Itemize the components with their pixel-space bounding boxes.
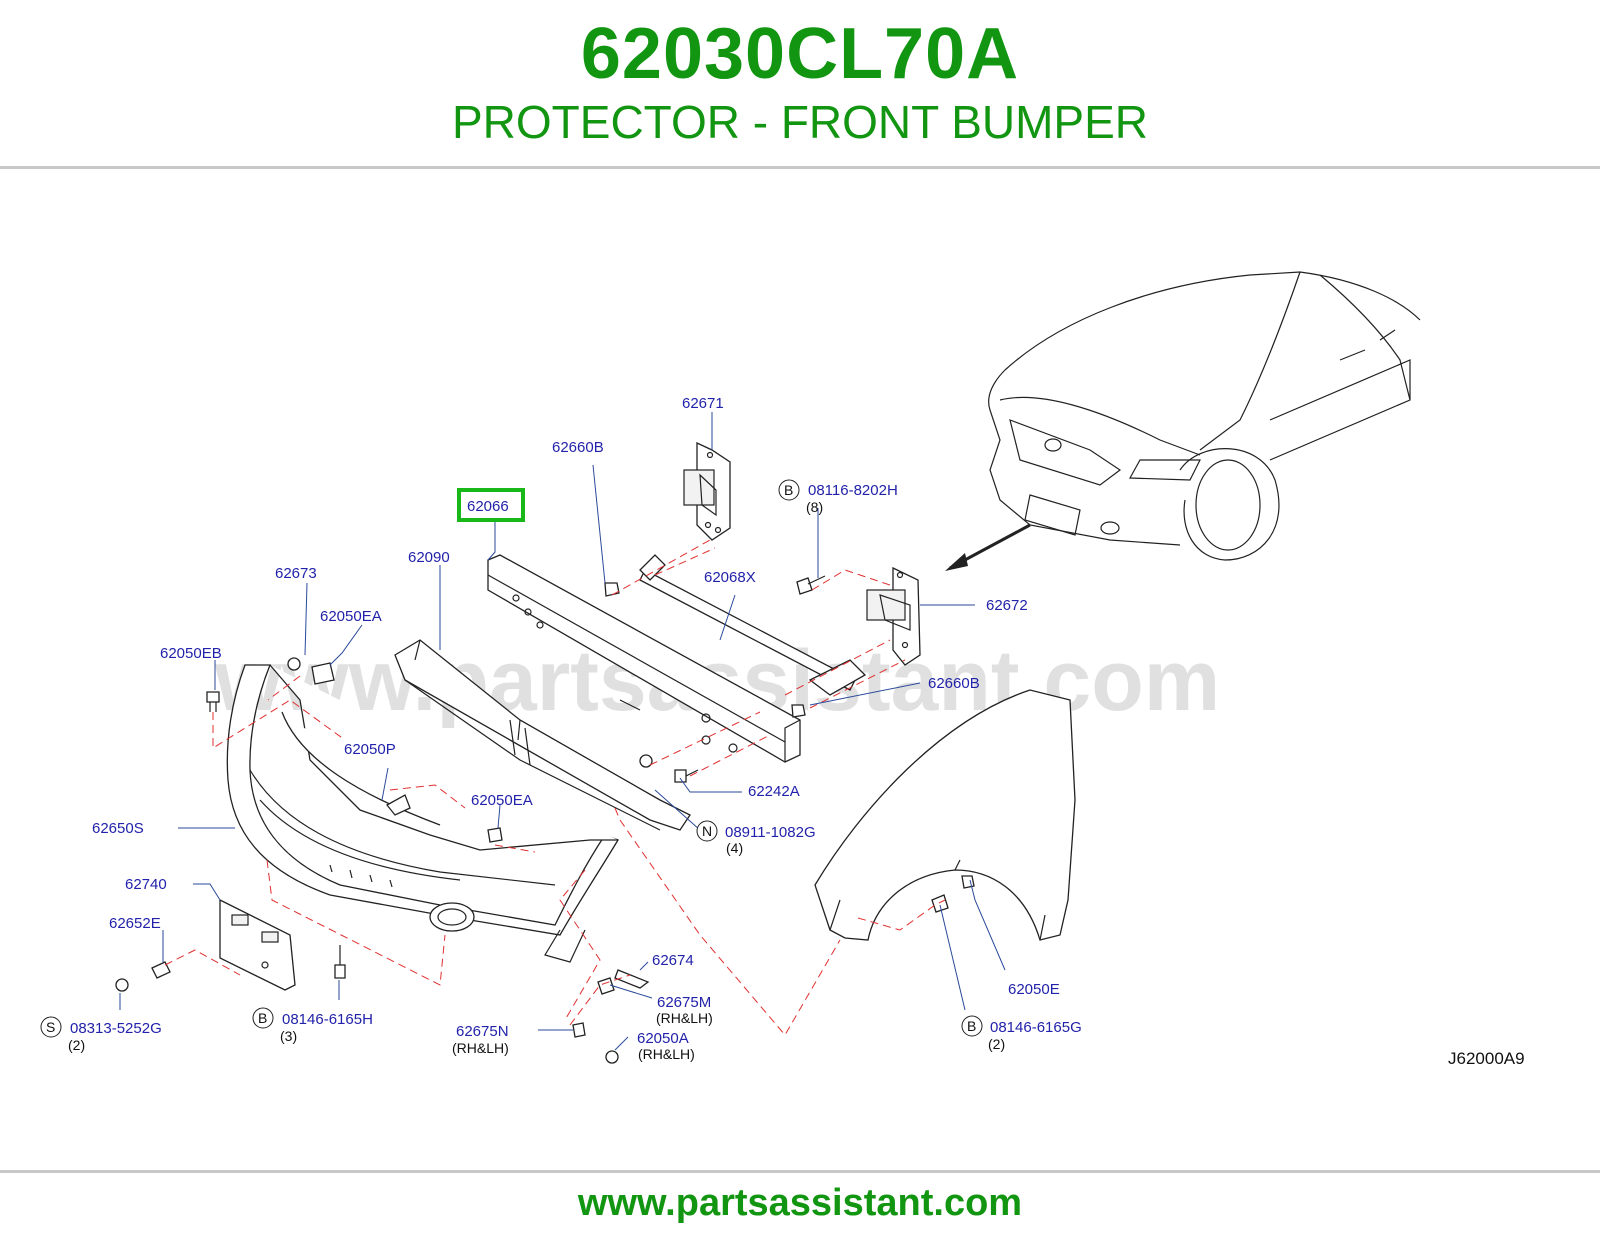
label-62673[interactable]: 62673: [275, 565, 317, 582]
fender-part: [814, 689, 1076, 941]
label-62675N[interactable]: 62675N: [456, 1023, 509, 1040]
highlighted-part-box: [457, 488, 525, 522]
footer-website[interactable]: www.partsassistant.com: [577, 1182, 1023, 1224]
qty-08146G: (2): [988, 1036, 1005, 1052]
part-number-title: 62030CL70A: [580, 14, 1020, 94]
side-62675M: (RH&LH): [656, 1010, 713, 1026]
label-62242A[interactable]: 62242A: [748, 783, 800, 800]
qty-08911: (4): [726, 840, 743, 856]
circle-b-letter-1: B: [784, 482, 793, 498]
parts-diagram-svg: www.partsassistant.com: [40, 271, 1525, 1068]
label-62068X[interactable]: 62068X: [704, 569, 756, 586]
side-62050A: (RH&LH): [638, 1046, 695, 1062]
label-62672[interactable]: 62672: [986, 597, 1028, 614]
qty-08313: (2): [68, 1037, 85, 1053]
parts-diagram: www.partsassistant.com: [0, 170, 1600, 1170]
label-62652E[interactable]: 62652E: [109, 915, 161, 932]
license-bracket-part: [219, 898, 296, 991]
circle-n-letter: N: [702, 823, 712, 839]
circle-b-icon-1: [778, 479, 800, 501]
label-62671[interactable]: 62671: [682, 395, 724, 412]
diagram-code: J62000A9: [1448, 1049, 1525, 1068]
stay-part: [639, 554, 867, 696]
part-name-subtitle: PROTECTOR - FRONT BUMPER: [452, 96, 1148, 148]
label-62090[interactable]: 62090: [408, 549, 450, 566]
label-62740[interactable]: 62740: [125, 876, 167, 893]
circle-b-icon-2: [252, 1007, 274, 1029]
vehicle-illustration: [945, 271, 1421, 571]
circle-b-letter-3: B: [967, 1018, 976, 1034]
label-62050EB[interactable]: 62050EB: [160, 645, 222, 662]
circle-b-letter-2: B: [258, 1010, 267, 1026]
label-08313-5252G[interactable]: 08313-5252G: [70, 1020, 162, 1037]
label-62050EA-top[interactable]: 62050EA: [320, 608, 382, 625]
energy-absorber-part: [394, 639, 691, 831]
bumper-reinforcement-part: [487, 554, 801, 763]
footer-divider: [0, 1170, 1600, 1173]
label-62050EA-mid[interactable]: 62050EA: [471, 792, 533, 809]
label-62660B-top[interactable]: 62660B: [552, 439, 604, 456]
page-header: 62030CL70A PROTECTOR - FRONT BUMPER: [0, 0, 1600, 170]
side-62675N: (RH&LH): [452, 1040, 509, 1056]
qty-08116: (8): [806, 499, 823, 515]
label-62660B-mid[interactable]: 62660B: [928, 675, 980, 692]
header-divider: [0, 166, 1600, 169]
label-62066[interactable]: 62066: [467, 498, 509, 515]
label-62050P[interactable]: 62050P: [344, 741, 396, 758]
fasteners: [115, 575, 975, 1064]
bumper-fascia-part: [226, 664, 619, 963]
label-08146-6165G[interactable]: 08146-6165G: [990, 1019, 1082, 1036]
leader-lines: [119, 412, 1006, 1051]
label-08911-1082G[interactable]: 08911-1082G: [725, 824, 816, 841]
part-labels: 62671 62660B 62066 B 08116-8202H (8) 620…: [40, 395, 1525, 1068]
circle-b-icon-3: [961, 1015, 983, 1037]
circle-s-letter: S: [46, 1019, 55, 1035]
label-62650S[interactable]: 62650S: [92, 820, 144, 837]
circle-n-icon: [696, 820, 718, 842]
label-08116-8202H[interactable]: 08116-8202H: [808, 482, 898, 499]
assembly-dashed-lines: [164, 539, 946, 1036]
label-62674[interactable]: 62674: [652, 952, 694, 969]
label-08146-6165H[interactable]: 08146-6165H: [282, 1011, 373, 1028]
label-62050A[interactable]: 62050A: [637, 1030, 689, 1047]
bracket-right-part: [866, 566, 921, 666]
label-62675M[interactable]: 62675M: [657, 994, 711, 1011]
circle-s-icon: [40, 1016, 62, 1038]
label-62050E[interactable]: 62050E: [1008, 981, 1060, 998]
bracket-left-part: [683, 441, 731, 541]
qty-08146H: (3): [280, 1028, 297, 1044]
